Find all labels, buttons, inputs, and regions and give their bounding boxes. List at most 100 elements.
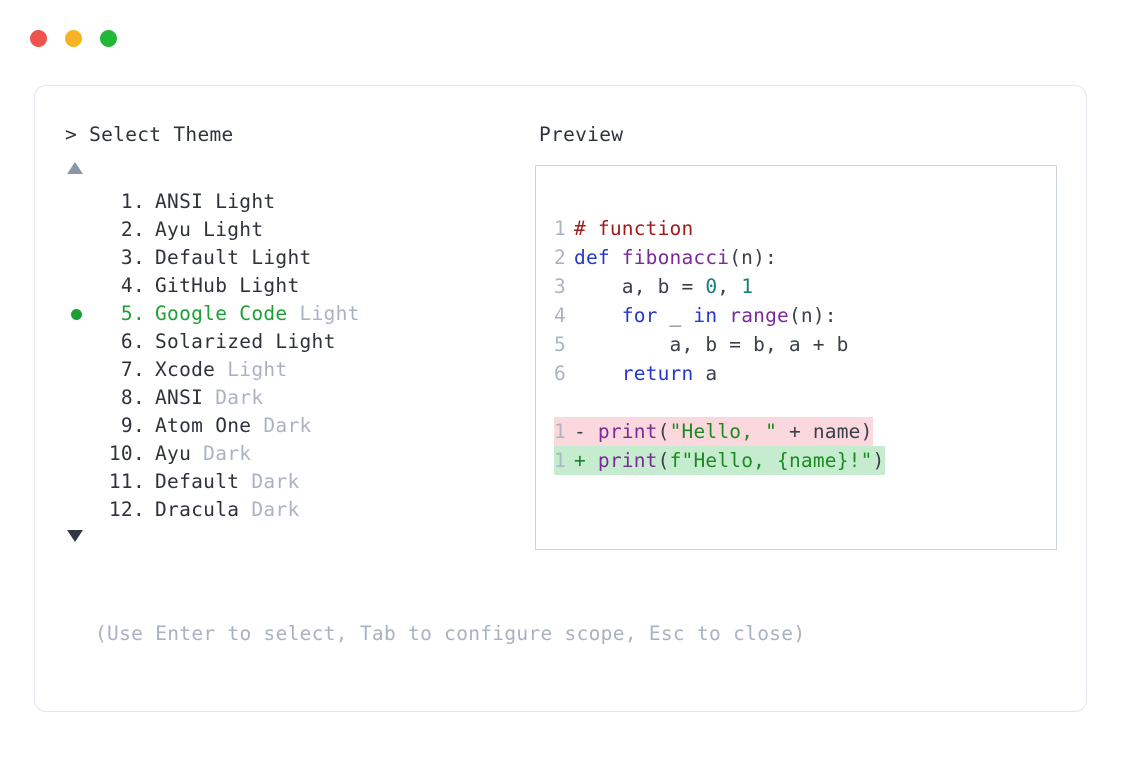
diff-spacer bbox=[586, 449, 598, 472]
selection-bullet-cell bbox=[65, 329, 97, 357]
code-token-plain: + name) bbox=[777, 420, 873, 443]
code-token-plain bbox=[574, 304, 622, 327]
theme-list-item[interactable]: 11.Default Dark bbox=[65, 468, 535, 496]
theme-item-number: 6. bbox=[120, 330, 145, 353]
theme-item-variant: Light bbox=[239, 246, 312, 269]
code-line: 3 a, b = 0, 1 bbox=[554, 272, 1056, 301]
theme-list-item[interactable]: 2. Ayu Light bbox=[65, 216, 535, 244]
scroll-down-arrow-icon[interactable] bbox=[67, 530, 83, 542]
selection-bullet-cell bbox=[65, 497, 97, 525]
code-token-plain: a, b = bbox=[574, 275, 706, 298]
code-token-kw: for bbox=[621, 304, 658, 327]
prompt-caret-icon: > bbox=[65, 123, 78, 146]
diff-line-removed: 1- print("Hello, " + name) bbox=[554, 417, 873, 446]
code-line: 1# function bbox=[554, 214, 1056, 243]
code-token-punc: (n): bbox=[788, 304, 837, 327]
theme-item-number: 2. bbox=[120, 218, 145, 241]
line-number: 5 bbox=[554, 333, 566, 356]
code-token-str: f"Hello, {name}!" bbox=[669, 449, 873, 472]
keyboard-hint: (Use Enter to select, Tab to configure s… bbox=[95, 622, 806, 645]
theme-list-item[interactable]: 12.Dracula Dark bbox=[65, 496, 535, 524]
selection-bullet-cell bbox=[65, 441, 97, 469]
theme-item-name: Ayu bbox=[155, 442, 192, 465]
theme-item-name: Solarized bbox=[155, 330, 264, 353]
theme-list-item[interactable]: 4.GitHub Light bbox=[65, 272, 535, 300]
code-token-punc: (n): bbox=[729, 246, 777, 269]
code-token-num: 1 bbox=[741, 275, 754, 298]
code-token-plain: , bbox=[717, 275, 742, 298]
selection-bullet-cell bbox=[65, 357, 97, 385]
selection-bullet-cell bbox=[65, 189, 97, 217]
code-token-punc: ( bbox=[657, 449, 670, 472]
scroll-up-arrow-icon[interactable] bbox=[67, 162, 83, 174]
code-token-plain: a bbox=[693, 362, 718, 385]
diff-sign: - bbox=[574, 420, 586, 443]
line-number: 4 bbox=[554, 304, 566, 327]
code-token-punc: ( bbox=[657, 420, 670, 443]
code-token-plain bbox=[717, 304, 729, 327]
theme-item-variant: Dark bbox=[251, 414, 312, 437]
theme-item-name: Default bbox=[155, 470, 240, 493]
scroll-up-slot[interactable] bbox=[65, 162, 535, 188]
theme-item-name: GitHub bbox=[155, 274, 228, 297]
theme-item-variant: Light bbox=[203, 190, 276, 213]
theme-item-number: 7. bbox=[120, 358, 145, 381]
code-blank-line bbox=[554, 388, 1056, 417]
code-token-plain bbox=[574, 362, 622, 385]
maximize-window-icon[interactable] bbox=[100, 30, 117, 47]
line-number: 6 bbox=[554, 362, 566, 385]
theme-list-item[interactable]: 1.ANSI Light bbox=[65, 188, 535, 216]
selected-bullet-icon bbox=[71, 309, 82, 320]
code-line: 6 return a bbox=[554, 359, 1056, 388]
selection-bullet-cell bbox=[65, 245, 97, 273]
code-token-kw: in bbox=[693, 304, 718, 327]
code-line: 5 a, b = b, a + b bbox=[554, 330, 1056, 359]
theme-item-number: 8. bbox=[120, 386, 145, 409]
theme-list-item[interactable]: 7.Xcode Light bbox=[65, 356, 535, 384]
theme-item-name: Xcode bbox=[155, 358, 216, 381]
theme-item-name: Ayu bbox=[155, 218, 192, 241]
selection-bullet-cell bbox=[65, 413, 97, 441]
code-token-num: 0 bbox=[705, 275, 718, 298]
theme-item-variant: Dark bbox=[203, 386, 264, 409]
code-token-kw: def bbox=[574, 246, 622, 269]
line-number: 1 bbox=[554, 420, 566, 443]
theme-item-name: ANSI bbox=[155, 386, 204, 409]
code-token-comment: # function bbox=[574, 217, 694, 240]
code-token-str: "Hello, " bbox=[669, 420, 778, 443]
diff-sign: + bbox=[574, 449, 586, 472]
code-token-fn: print bbox=[597, 449, 658, 472]
selection-bullet-cell bbox=[65, 385, 97, 413]
theme-item-variant: Light bbox=[191, 218, 264, 241]
theme-item-variant: Dark bbox=[191, 442, 252, 465]
theme-list-item[interactable]: 9.Atom One Dark bbox=[65, 412, 535, 440]
theme-item-number: 4. bbox=[120, 274, 145, 297]
theme-list-item[interactable]: 6.Solarized Light bbox=[65, 328, 535, 356]
theme-item-number: 10. bbox=[108, 442, 145, 465]
selection-bullet-cell bbox=[65, 273, 97, 301]
theme-item-variant: Dark bbox=[239, 498, 300, 521]
minimize-window-icon[interactable] bbox=[65, 30, 82, 47]
code-token-plain: _ bbox=[657, 304, 694, 327]
theme-list-item[interactable]: 8. ANSI Dark bbox=[65, 384, 535, 412]
close-window-icon[interactable] bbox=[30, 30, 47, 47]
code-line: 4 for _ in range(n): bbox=[554, 301, 1056, 330]
scroll-down-slot[interactable] bbox=[65, 530, 535, 556]
theme-list-item[interactable]: 3. Default Light bbox=[65, 244, 535, 272]
theme-list-item[interactable]: 5.Google Code Light bbox=[65, 300, 535, 328]
prompt-header: > Select Theme bbox=[65, 122, 535, 152]
theme-item-name: Default bbox=[155, 246, 240, 269]
theme-list-item[interactable]: 10. Ayu Dark bbox=[65, 440, 535, 468]
line-number: 1 bbox=[554, 449, 566, 472]
code-token-punc: ) bbox=[872, 449, 885, 472]
code-token-kw: return bbox=[621, 362, 694, 385]
theme-item-name: Dracula bbox=[155, 498, 240, 521]
theme-item-number: 9. bbox=[120, 414, 145, 437]
code-token-fn: fibonacci bbox=[621, 246, 730, 269]
theme-item-number: 3. bbox=[120, 246, 145, 269]
